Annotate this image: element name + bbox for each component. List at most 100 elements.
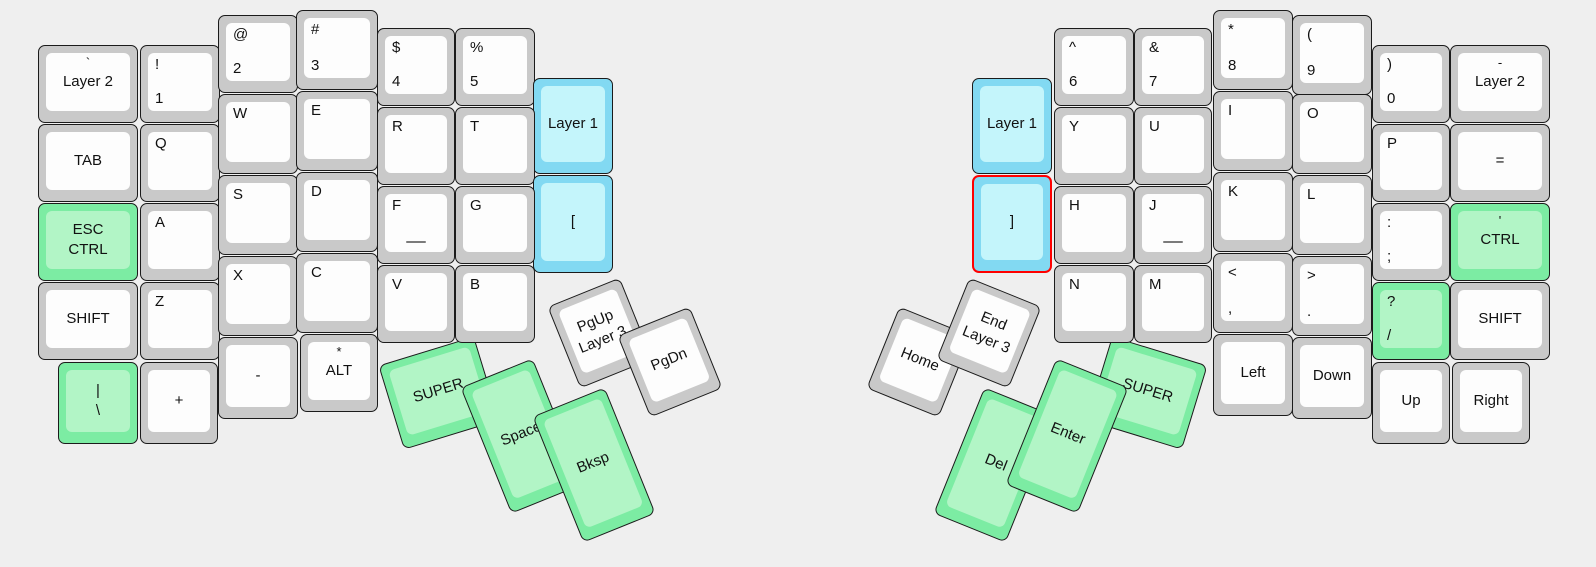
key-l-g[interactable]: G <box>455 186 535 264</box>
keycap-face: *8 <box>1221 18 1285 78</box>
key-legend-shifted: D <box>311 183 322 200</box>
keycap-face: Enter <box>1017 368 1119 500</box>
key-legend-shifted: C <box>311 264 322 281</box>
key-l-esc[interactable]: ESC CTRL <box>38 203 138 281</box>
key-legend-shifted: B <box>470 276 481 293</box>
key-l-z[interactable]: Z <box>140 282 220 360</box>
key-l-tab[interactable]: TAB <box>38 124 138 202</box>
key-r-o[interactable]: O <box>1292 94 1372 174</box>
key-legend-base: 3 <box>311 57 320 75</box>
key-legend-shifted: R <box>392 118 403 135</box>
key-r-semi[interactable]: :; <box>1372 203 1450 281</box>
key-r-ctrl[interactable]: 'CTRL <box>1450 203 1550 281</box>
key-r-j[interactable]: J <box>1134 186 1212 264</box>
key-l-1[interactable]: !1 <box>140 45 220 123</box>
keycap-face: [ <box>541 183 605 261</box>
key-legend-shifted: G <box>470 197 482 214</box>
key-l-d[interactable]: D <box>296 172 378 252</box>
keycap-face: SHIFT <box>46 290 130 348</box>
key-legend-base: Up <box>1401 392 1421 410</box>
key-r-l[interactable]: L <box>1292 175 1372 255</box>
key-l-layer2[interactable]: `Layer 2 <box>38 45 138 123</box>
keycap-face: C <box>304 261 370 321</box>
key-r-h[interactable]: H <box>1054 186 1134 264</box>
key-l-5[interactable]: %5 <box>455 28 535 106</box>
key-l-minus[interactable]: - <box>218 337 298 419</box>
keycap-face: I <box>1221 99 1285 159</box>
key-r-enter[interactable]: Enter <box>1005 358 1129 514</box>
key-legend-base: 9 <box>1307 62 1316 80</box>
key-l-2[interactable]: @2 <box>218 15 298 93</box>
key-r-k[interactable]: K <box>1213 172 1293 252</box>
key-l-v[interactable]: V <box>377 265 455 343</box>
key-l-shift[interactable]: SHIFT <box>38 282 138 360</box>
key-r-7[interactable]: &7 <box>1134 28 1212 106</box>
key-l-q[interactable]: Q <box>140 124 220 202</box>
key-r-up[interactable]: Up <box>1372 362 1450 444</box>
key-legend-base: Enter <box>1048 418 1088 449</box>
key-legend-shifted: Q <box>155 135 167 152</box>
key-l-a[interactable]: A <box>140 203 220 281</box>
key-legend-shifted: T <box>470 118 480 135</box>
key-legend-shifted: ^ <box>1069 39 1077 56</box>
key-r-left[interactable]: Left <box>1213 334 1293 416</box>
key-r-period[interactable]: >. <box>1292 256 1372 336</box>
key-legend-base: . <box>1307 303 1312 321</box>
keycap-face: J <box>1142 194 1204 252</box>
key-legend-base: ] <box>1009 213 1015 231</box>
keycap-face: @2 <box>226 23 290 81</box>
key-r-m[interactable]: M <box>1134 265 1212 343</box>
key-legend-shifted: K <box>1228 183 1239 200</box>
key-r-6[interactable]: ^6 <box>1054 28 1134 106</box>
key-r-y[interactable]: Y <box>1054 107 1134 185</box>
key-r-9[interactable]: (9 <box>1292 15 1372 95</box>
keycap-face: $4 <box>385 36 447 94</box>
key-legend-shifted: M <box>1149 276 1162 293</box>
keycap-face: K <box>1221 180 1285 240</box>
key-l-c[interactable]: C <box>296 253 378 333</box>
key-r-n[interactable]: N <box>1054 265 1134 343</box>
keycap-face: End Layer 3 <box>948 288 1032 375</box>
keycap-face: ?/ <box>1380 290 1442 348</box>
key-legend-shifted: * <box>336 344 342 359</box>
key-l-alt[interactable]: *ALT <box>300 334 378 412</box>
key-l-r[interactable]: R <box>377 107 455 185</box>
key-l-b[interactable]: B <box>455 265 535 343</box>
key-l-plus[interactable]: + <box>140 362 218 444</box>
key-r-p[interactable]: P <box>1372 124 1450 202</box>
key-r-i[interactable]: I <box>1213 91 1293 171</box>
key-r-8[interactable]: *8 <box>1213 10 1293 90</box>
key-l-e[interactable]: E <box>296 91 378 171</box>
key-r-equal[interactable]: = <box>1450 124 1550 202</box>
key-legend-shifted: A <box>155 214 166 231</box>
key-r-down[interactable]: Down <box>1292 337 1372 419</box>
key-l-w[interactable]: W <box>218 94 298 174</box>
key-l-f[interactable]: F <box>377 186 455 264</box>
key-legend-base: Layer 2 <box>1474 73 1526 91</box>
keycap-face: X <box>226 264 290 324</box>
key-legend-base: ; <box>1387 248 1392 266</box>
key-r-u[interactable]: U <box>1134 107 1212 185</box>
key-legend-shifted: - <box>1497 55 1503 70</box>
key-l-4[interactable]: $4 <box>377 28 455 106</box>
key-r-comma[interactable]: <, <box>1213 253 1293 333</box>
key-l-s[interactable]: S <box>218 175 298 255</box>
key-r-rbracket[interactable]: ] <box>972 175 1052 273</box>
key-r-shift[interactable]: SHIFT <box>1450 282 1550 360</box>
key-l-pipe[interactable]: | \ <box>58 362 138 444</box>
key-legend-base: | \ <box>95 381 101 419</box>
key-l-layer1[interactable]: Layer 1 <box>533 78 613 174</box>
key-legend-shifted: @ <box>233 26 249 43</box>
key-r-layer1[interactable]: Layer 1 <box>972 78 1052 174</box>
key-r-layer2[interactable]: - Layer 2 <box>1450 45 1550 123</box>
key-l-lbracket[interactable]: [ <box>533 175 613 273</box>
key-legend-shifted: ? <box>1387 293 1396 310</box>
key-r-slash[interactable]: ?/ <box>1372 282 1450 360</box>
key-l-t[interactable]: T <box>455 107 535 185</box>
key-r-0[interactable]: )0 <box>1372 45 1450 123</box>
key-r-right[interactable]: Right <box>1452 362 1530 444</box>
key-legend-base: 2 <box>233 60 242 78</box>
keycap-face: Layer 1 <box>980 86 1044 162</box>
